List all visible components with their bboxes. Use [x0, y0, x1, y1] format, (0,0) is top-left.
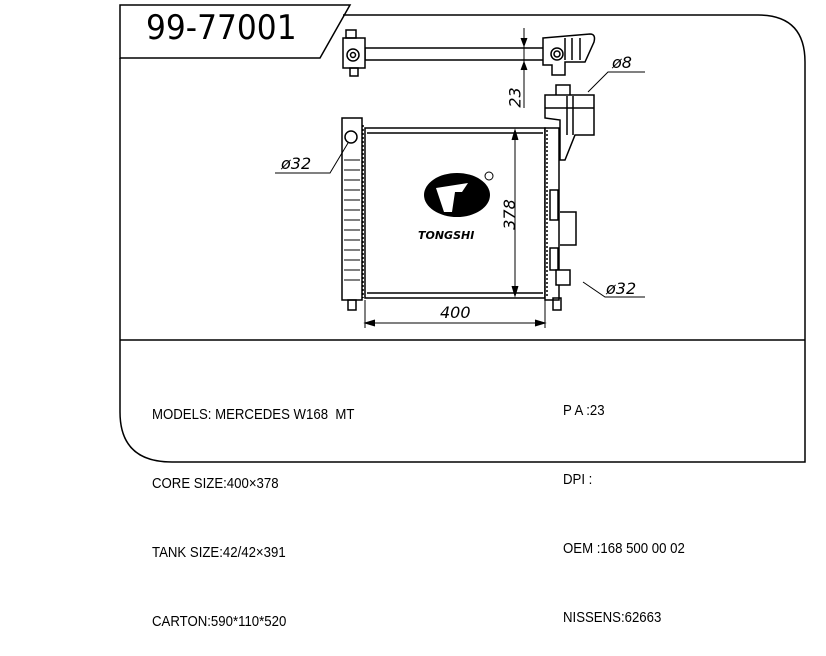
top-pipe [342, 29, 596, 77]
pa-spec: P A :23 [563, 402, 605, 419]
part-number-title: 99-77001 [146, 8, 297, 48]
core-height-dimension [511, 128, 519, 298]
pipe-offset-dimension [520, 28, 528, 108]
brand-logo-text: TONGSHI [418, 229, 475, 242]
core-height-label: 378 [499, 199, 519, 230]
tank-size-spec: TANK SIZE:42/42×391 [152, 544, 286, 561]
left-pipe-diameter-label: ø32 [281, 154, 312, 173]
core-size-spec: CORE SIZE:400×378 [152, 475, 279, 492]
pipe-offset-label: 23 [505, 87, 525, 108]
nissens-spec: NISSENS:62663 [563, 609, 662, 626]
right-tank [544, 127, 577, 311]
left-tank [341, 117, 364, 311]
tongshi-logo [424, 171, 494, 217]
oem-spec: OEM :168 500 00 02 [563, 540, 685, 557]
core-width-label: 400 [440, 303, 471, 322]
title-tab-outline [119, 4, 352, 59]
dpi-spec: DPI : [563, 471, 593, 488]
expansion-tank [544, 84, 595, 161]
models-spec: MODELS: MERCEDES W168 MT [152, 406, 355, 423]
radiator-drawing [119, 4, 806, 463]
specs-left: MODELS: MERCEDES W168 MT CORE SIZE:400×3… [152, 357, 354, 656]
core-width-dimension [363, 300, 547, 328]
carton-spec: CARTON:590*110*520 [152, 613, 287, 630]
right-pipe-diameter-label: ø32 [606, 279, 637, 298]
cap-diameter-label: ø8 [612, 53, 632, 72]
frame-outline [119, 14, 806, 463]
specs-right: P A :23 DPI : OEM :168 500 00 02 NISSENS… [563, 353, 685, 652]
leader-lines [275, 71, 645, 298]
